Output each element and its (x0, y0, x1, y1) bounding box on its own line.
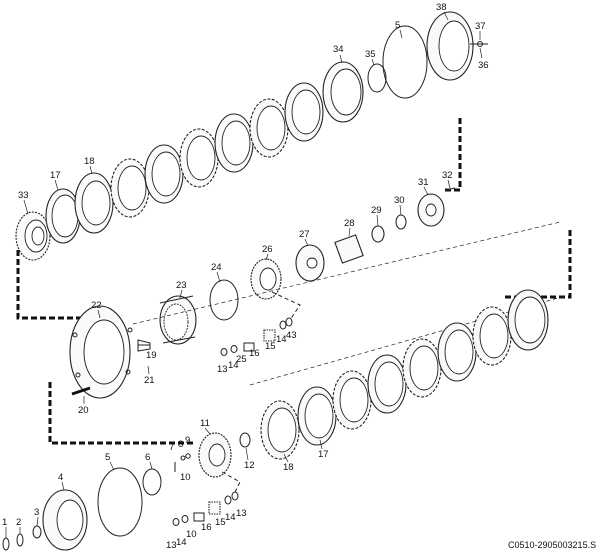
label-1: 1 (2, 517, 7, 528)
label-13-lower: 13 (166, 540, 177, 551)
label-13-lower2: 13 (236, 508, 247, 519)
label-11: 11 (200, 418, 210, 429)
label-23: 23 (176, 280, 187, 291)
connector-right (505, 230, 572, 299)
label-3: 3 (34, 507, 39, 518)
part-28-sun-gear (334, 234, 364, 264)
part-27-disc (295, 244, 325, 282)
label-16-mid: 16 (249, 348, 260, 359)
part-11-gear-hub (198, 432, 232, 478)
middle-assembly (69, 187, 456, 399)
label-14-lower2: 14 (225, 512, 236, 523)
label-2: 2 (16, 517, 21, 528)
label-25: 25 (236, 354, 247, 365)
reference-code: C0510-2905003215.S (508, 540, 596, 550)
label-20: 20 (78, 405, 89, 416)
part-26-planet-carrier (250, 258, 282, 300)
leader-lines (5, 11, 483, 538)
label-32: 32 (442, 170, 453, 181)
label-17-top: 17 (50, 170, 61, 181)
label-10-lower: 10 (186, 529, 197, 540)
label-24: 24 (211, 262, 222, 273)
connector-top-right (445, 118, 462, 192)
lower-clutch-discs (2, 289, 549, 551)
part-5-seal-top (382, 25, 428, 99)
part-31-flange (417, 193, 445, 227)
connector-left (16, 250, 92, 320)
label-35: 35 (365, 49, 376, 60)
connector-lower-left (48, 382, 196, 445)
label-15-lower: 15 (215, 517, 226, 528)
planet-pins-middle (220, 317, 293, 356)
part-22-housing (69, 305, 133, 399)
label-27: 27 (299, 229, 310, 240)
part-34-piston (322, 61, 364, 123)
label-26: 26 (262, 244, 273, 255)
label-5-lower: 5 (105, 452, 110, 463)
label-34: 34 (333, 44, 344, 55)
label-31: 31 (418, 177, 429, 188)
label-4: 4 (58, 472, 63, 483)
label-29: 29 (371, 205, 382, 216)
label-7: 7 (169, 442, 174, 453)
label-18-lower: 18 (283, 462, 294, 473)
part-23-ring-gear (159, 295, 197, 345)
part-18-plate (74, 172, 114, 234)
label-30: 30 (394, 195, 405, 206)
label-16-lower: 16 (201, 522, 212, 533)
label-12: 12 (244, 460, 255, 471)
label-22: 22 (91, 300, 102, 311)
part-38-housing (426, 11, 474, 81)
part-33-gear-hub (15, 211, 51, 261)
label-15-mid: 15 (265, 341, 276, 352)
label-6: 6 (145, 452, 150, 463)
label-5-top: 5 (395, 20, 400, 31)
label-38: 38 (436, 2, 447, 13)
label-43: 43 (286, 330, 297, 341)
label-21: 21 (144, 375, 155, 386)
label-9: 9 (185, 435, 190, 446)
label-14-lower: 14 (176, 537, 187, 548)
part-4-piston (42, 489, 88, 551)
label-10: 10 (180, 472, 191, 483)
label-37: 37 (475, 21, 486, 32)
label-8: 8 (178, 439, 183, 450)
label-33: 33 (18, 190, 29, 201)
part-35-ring (367, 63, 387, 93)
planet-pins-lower (172, 491, 239, 526)
label-14-mid2: 14 (276, 334, 287, 345)
label-14-mid: 14 (228, 360, 239, 371)
label-13-mid: 13 (217, 364, 228, 375)
label-19: 19 (146, 350, 157, 361)
callout-labels: 33 17 18 34 35 5 38 37 36 22 23 24 26 27… (2, 2, 489, 551)
label-17-lower: 17 (318, 449, 329, 460)
label-18-top: 18 (84, 156, 95, 167)
label-36: 36 (478, 60, 489, 71)
top-clutch-discs (15, 11, 488, 261)
label-28: 28 (344, 218, 355, 229)
